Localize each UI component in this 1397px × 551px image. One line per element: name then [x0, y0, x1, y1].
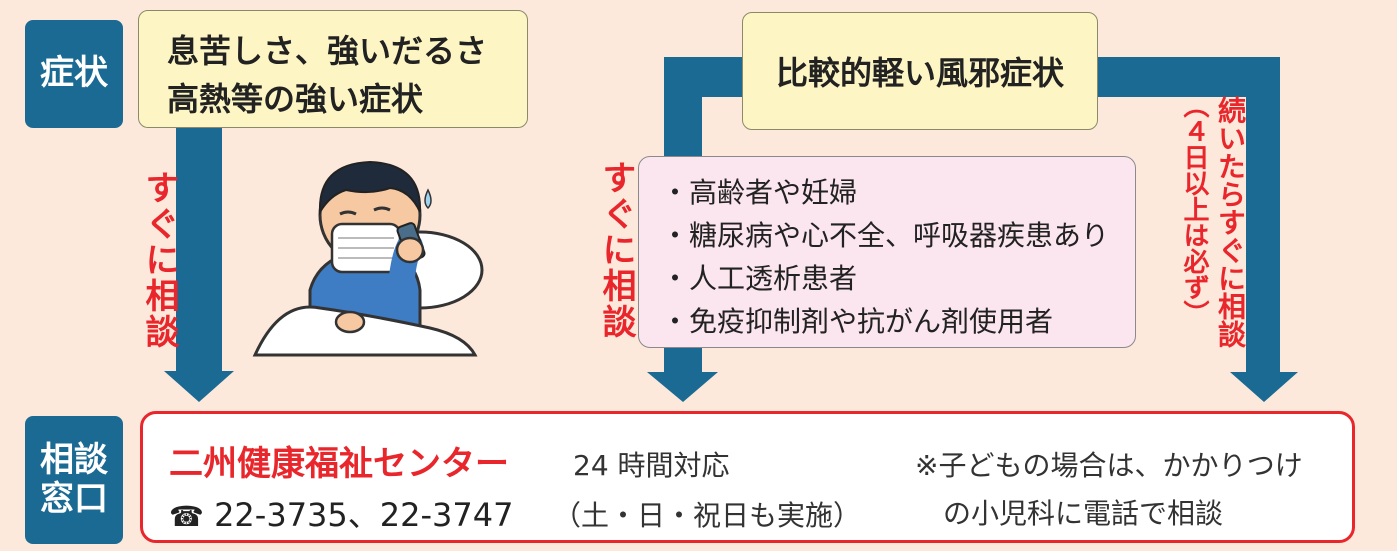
center-name: 二州健康福祉センター — [169, 444, 509, 484]
center-phone-number[interactable]: 22-3735、22-3747 — [214, 496, 514, 534]
center-phone-row: ☎ 22-3735、22-3747 — [169, 490, 513, 536]
middle-consult-now-label: すぐに相談 — [596, 160, 636, 340]
mask-pleats — [338, 237, 394, 259]
symptoms-label: 症状 — [25, 20, 123, 128]
left-consult-now-text: すぐに相談 — [135, 170, 184, 360]
left-consult-now-label: すぐに相談 — [139, 170, 179, 350]
hair — [318, 160, 422, 216]
risk-group-box: ・高齢者や妊婦 ・糖尿病や心不全、呼吸器疾患あり ・人工透析患者 ・免疫抑制剤や… — [638, 156, 1136, 348]
consult-window-label: 相談 窓口 — [25, 416, 123, 544]
child-note-line2: の小児科に電話で相談 — [943, 497, 1224, 530]
hand — [334, 310, 366, 334]
severe-symptoms-line2: 高熱等の強い症状 — [167, 80, 424, 118]
child-note-line1: ※子どもの場合は、かかりつけ — [915, 449, 1303, 482]
severe-symptoms-box: 息苦しさ、強いだるさ 高熱等の強い症状 — [138, 10, 528, 128]
center-hours: 24 時間対応 — [573, 449, 730, 482]
blanket — [252, 305, 478, 357]
left-arrow-shaft — [176, 126, 222, 371]
mild-symptoms-title: 比較的軽い風邪症状 — [775, 54, 1064, 92]
risk-group-item: ・人工透析患者 — [661, 262, 858, 295]
middle-arrow-head — [647, 372, 718, 402]
sweat-drop — [424, 188, 432, 210]
consult-window-label-line2: 窓口 — [40, 479, 108, 519]
risk-group-item: ・免疫抑制剤や抗がん剤使用者 — [661, 305, 1054, 338]
consult-center-box: 二州健康福祉センター ☎ 22-3735、22-3747 24 時間対応 （土・… — [140, 411, 1355, 543]
severe-symptoms-line1: 息苦しさ、強いだるさ — [167, 32, 488, 70]
symptoms-label-text: 症状 — [40, 53, 108, 94]
middle-consult-now-text: すぐに相談 — [592, 160, 641, 350]
sick-person-illustration — [252, 160, 484, 357]
right-consult-text: 続いたらすぐに相談 — [1210, 96, 1250, 366]
phone-hand — [395, 236, 425, 264]
consult-window-label-line1: 相談 — [40, 439, 108, 480]
mild-symptoms-box: 比較的軽い風邪症状 — [742, 12, 1098, 130]
center-days: （土・日・祝日も実施） — [553, 499, 862, 532]
right-paren-text: （４日以上は必ず） — [1176, 92, 1213, 362]
eyes — [339, 206, 391, 216]
right-paren-label: （４日以上は必ず） — [1179, 92, 1209, 326]
left-arrow-head — [164, 371, 234, 402]
telephone-icon: ☎ — [169, 500, 204, 533]
right-consult-label: 続いたらすぐに相談 — [1214, 96, 1247, 348]
right-arrow-head — [1230, 372, 1298, 402]
risk-group-item: ・高齢者や妊婦 — [661, 176, 858, 209]
risk-group-item: ・糖尿病や心不全、呼吸器疾患あり — [661, 219, 1110, 252]
right-arrow-shaft — [1246, 57, 1280, 375]
